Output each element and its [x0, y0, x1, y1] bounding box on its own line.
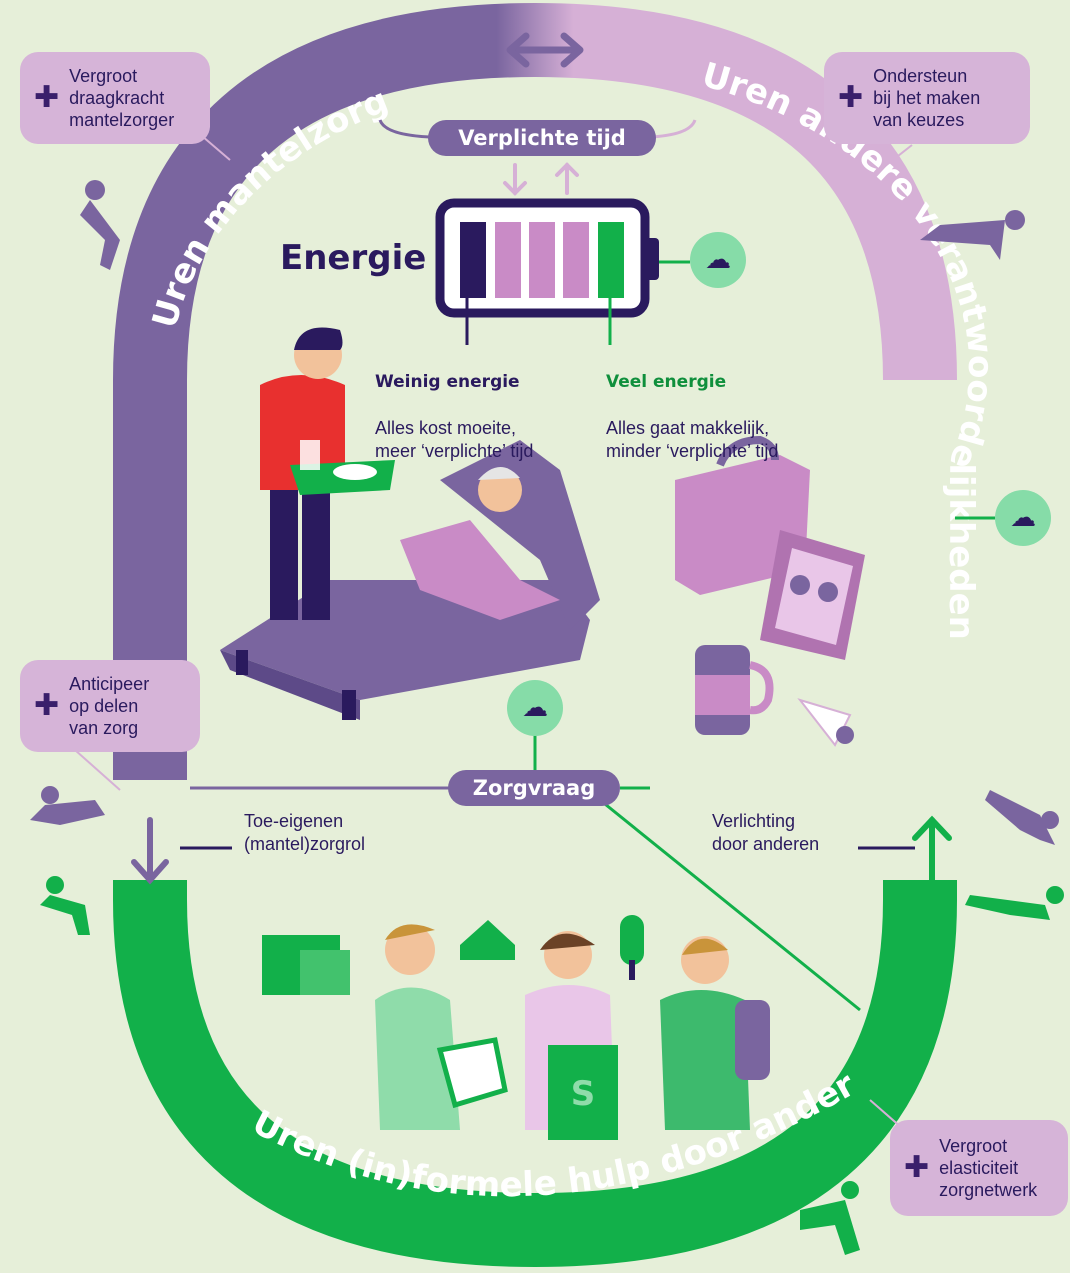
- callout-anticipeer: ✚ Anticipeer op delen van zorg: [20, 660, 200, 752]
- zorgvraag-green-line: [599, 798, 861, 1012]
- low-energy-title: Weinig energie: [375, 372, 520, 392]
- photo-frame-illustration: [760, 530, 865, 660]
- low-energy-text: Alles kost moeite, meer ‘verplichte’ tij…: [375, 418, 534, 461]
- running-figure: [800, 1181, 860, 1255]
- caregiver-illustration: [260, 327, 395, 620]
- callout-pointer: [869, 144, 913, 179]
- running-figure: [965, 886, 1064, 920]
- running-figure: [920, 210, 1025, 260]
- green-up-arrow: [912, 815, 952, 883]
- rain-cloud-icon: ☁: [995, 490, 1051, 546]
- high-energy-title: Veel energie: [606, 372, 727, 392]
- connector-line: [378, 119, 431, 139]
- high-energy-label: Veel energie Alles gaat makkelijk, minde…: [606, 348, 778, 463]
- shuttlecock-illustration: [797, 698, 854, 747]
- running-figure: [985, 790, 1059, 845]
- puzzle-icon: ✚: [34, 689, 60, 722]
- tree-illustration: [620, 915, 644, 980]
- pill-verplichte-tijd: Verplichte tijd: [428, 120, 656, 156]
- callout-text: Vergroot draagkracht mantelzorger: [69, 66, 175, 130]
- loop-bottom: [113, 880, 957, 1268]
- callout-text: Vergroot elasticiteit zorgnetwerk: [939, 1136, 1038, 1200]
- bag-logo: S: [571, 1074, 596, 1114]
- rain-cloud-icon: ☁: [690, 232, 746, 288]
- purple-down-arrow: [131, 817, 169, 885]
- callout-elasticiteit: ✚ Vergroot elasticiteit zorgnetwerk: [890, 1120, 1068, 1216]
- low-energy-label: Weinig energie Alles kost moeite, meer ‘…: [375, 348, 533, 463]
- verplichte-arrows: [503, 162, 579, 196]
- double-arrow-icon: [506, 32, 584, 68]
- puzzle-icon: ✚: [838, 81, 864, 114]
- rain-cloud-icon: ☁: [507, 680, 563, 736]
- loop-top: [113, 2, 957, 780]
- running-figure: [30, 786, 105, 825]
- building-illustration: [262, 935, 350, 995]
- running-figure: [80, 180, 120, 270]
- doctor-illustration: [375, 924, 508, 1130]
- pill-zorgvraag: Zorgvraag: [448, 770, 620, 806]
- mug-illustration: [695, 645, 774, 735]
- house-illustration: [460, 920, 515, 960]
- callout-keuzes: ✚ Ondersteun bij het maken van keuzes: [824, 52, 1030, 144]
- puzzle-icon: ✚: [34, 81, 60, 114]
- shopper-illustration: S: [525, 931, 618, 1140]
- puzzle-icon: ✚: [904, 1151, 930, 1184]
- energie-title: Energie: [280, 238, 427, 278]
- connector-line: [649, 119, 697, 139]
- callout-text: Ondersteun bij het maken van keuzes: [873, 66, 981, 130]
- high-energy-text: Alles gaat makkelijk, minder ‘verplichte…: [606, 418, 779, 461]
- running-figure: [40, 876, 90, 935]
- callout-pointer: [74, 749, 121, 791]
- toe-eigenen-label: Toe-eigenen (mantel)zorgrol: [244, 811, 366, 854]
- callout-draagkracht: ✚ Vergroot draagkracht mantelzorger: [20, 52, 210, 144]
- hiker-illustration: [660, 936, 770, 1130]
- callout-text: Anticipeer op delen van zorg: [69, 674, 150, 738]
- verlichting-label: Verlichting door anderen: [712, 811, 820, 854]
- battery-icon: [435, 198, 659, 345]
